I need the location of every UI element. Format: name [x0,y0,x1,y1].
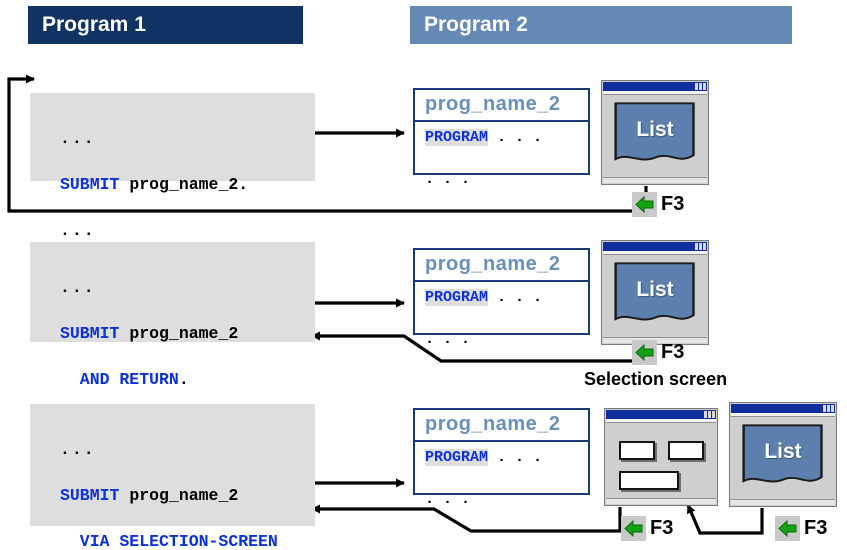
code-line-dots: ... [60,278,96,297]
f3-label: F3 [661,193,685,215]
window-controls-icon [704,411,715,418]
back-arrow-icon[interactable] [621,516,646,541]
list-window-row-2: List [601,240,709,345]
code-period: . [178,370,189,389]
code-line-dots: ... [60,129,96,148]
back-arrow-icon[interactable] [632,192,657,217]
code-program-name: prog_name_2 [119,324,239,343]
window-toolbar-separator [603,91,707,95]
program-keyword-trail: . . . [488,289,543,306]
f3-label: F3 [650,517,674,539]
code-keyword-submit: SUBMIT [60,324,120,343]
program-body-dots: . . . [425,171,471,188]
list-page-icon [614,102,696,162]
window-toolbar-separator [731,413,835,417]
f3-back-button-row-1[interactable]: F3 [632,192,684,217]
code-keyword-submit: SUBMIT [60,175,120,194]
window-status-bar [603,177,707,183]
prog-name-2-body: PROGRAM . . . . . . [415,442,588,516]
program-body-dots: . . . [425,491,471,508]
prog-name-2-body: PROGRAM . . . . . . [415,122,588,196]
prog-name-2-title: prog_name_2 [415,250,588,282]
program-body-dots: . . . [425,331,471,348]
back-arrow-icon[interactable] [632,340,657,365]
f3-back-button-row-2[interactable]: F3 [632,340,684,365]
back-arrow-icon[interactable] [775,516,800,541]
list-page-icon [742,424,824,484]
list-window-row-1: List [601,80,709,185]
prog-name-2-box-row-1: prog_name_2 PROGRAM . . . . . . [413,88,590,188]
code-block-row-1: ... SUBMIT prog_name_2. ... [30,93,315,240]
code-program-name: prog_name_2 [119,486,239,505]
f3-label: F3 [661,341,685,363]
code-keyword-and-return: AND RETURN [60,370,179,389]
code-program-name: prog_name_2. [119,175,249,194]
window-controls-icon [695,83,706,90]
window-client-area: List [731,417,835,498]
f3-back-button-row-3-right[interactable]: F3 [775,516,827,541]
code-keyword-via-selection-screen: VIA SELECTION-SCREEN [60,532,278,550]
program-keyword-trail: . . . [488,129,543,146]
window-status-bar [606,498,716,504]
prog-name-2-body: PROGRAM . . . . . . [415,282,588,356]
code-block-row-3: ... SUBMIT prog_name_2 VIA SELECTION-SCR… [30,404,315,550]
program-keyword: PROGRAM [425,289,489,306]
window-controls-icon [823,405,834,412]
prog-name-2-title: prog_name_2 [415,410,588,442]
window-toolbar-separator [606,419,716,423]
code-keyword-submit: SUBMIT [60,486,120,505]
f3-back-button-row-3-left[interactable]: F3 [621,516,673,541]
program-keyword: PROGRAM [425,129,489,146]
window-title-bar [731,404,835,413]
selection-input-field[interactable] [668,441,704,460]
window-controls-icon [695,243,706,250]
code-block-row-2: ... SUBMIT prog_name_2 AND RETURN. ... [30,242,315,435]
selection-screen-caption: Selection screen [584,369,728,389]
window-title-bar [603,242,707,251]
program-1-header: Program 1 [28,6,303,44]
code-line-dots: ... [60,440,96,459]
window-client-area [606,423,716,497]
program-2-header: Program 2 [410,6,792,44]
window-client-area: List [603,95,707,176]
window-title-bar [606,410,716,419]
selection-input-field[interactable] [619,471,679,490]
selection-screen-window-row-3 [604,408,718,506]
f3-label: F3 [804,517,828,539]
window-status-bar [731,499,835,505]
program-keyword-trail: . . . [488,449,543,466]
program-keyword: PROGRAM [425,449,489,466]
window-title-bar [603,82,707,91]
window-toolbar-separator [603,251,707,255]
list-window-row-3: List [729,402,837,507]
selection-input-field[interactable] [619,441,655,460]
window-client-area: List [603,255,707,336]
prog-name-2-box-row-2: prog_name_2 PROGRAM . . . . . . [413,248,590,348]
code-line-dots: ... [60,221,96,240]
prog-name-2-box-row-3: prog_name_2 PROGRAM . . . . . . [413,408,590,508]
prog-name-2-title: prog_name_2 [415,90,588,122]
list-page-icon [614,262,696,322]
